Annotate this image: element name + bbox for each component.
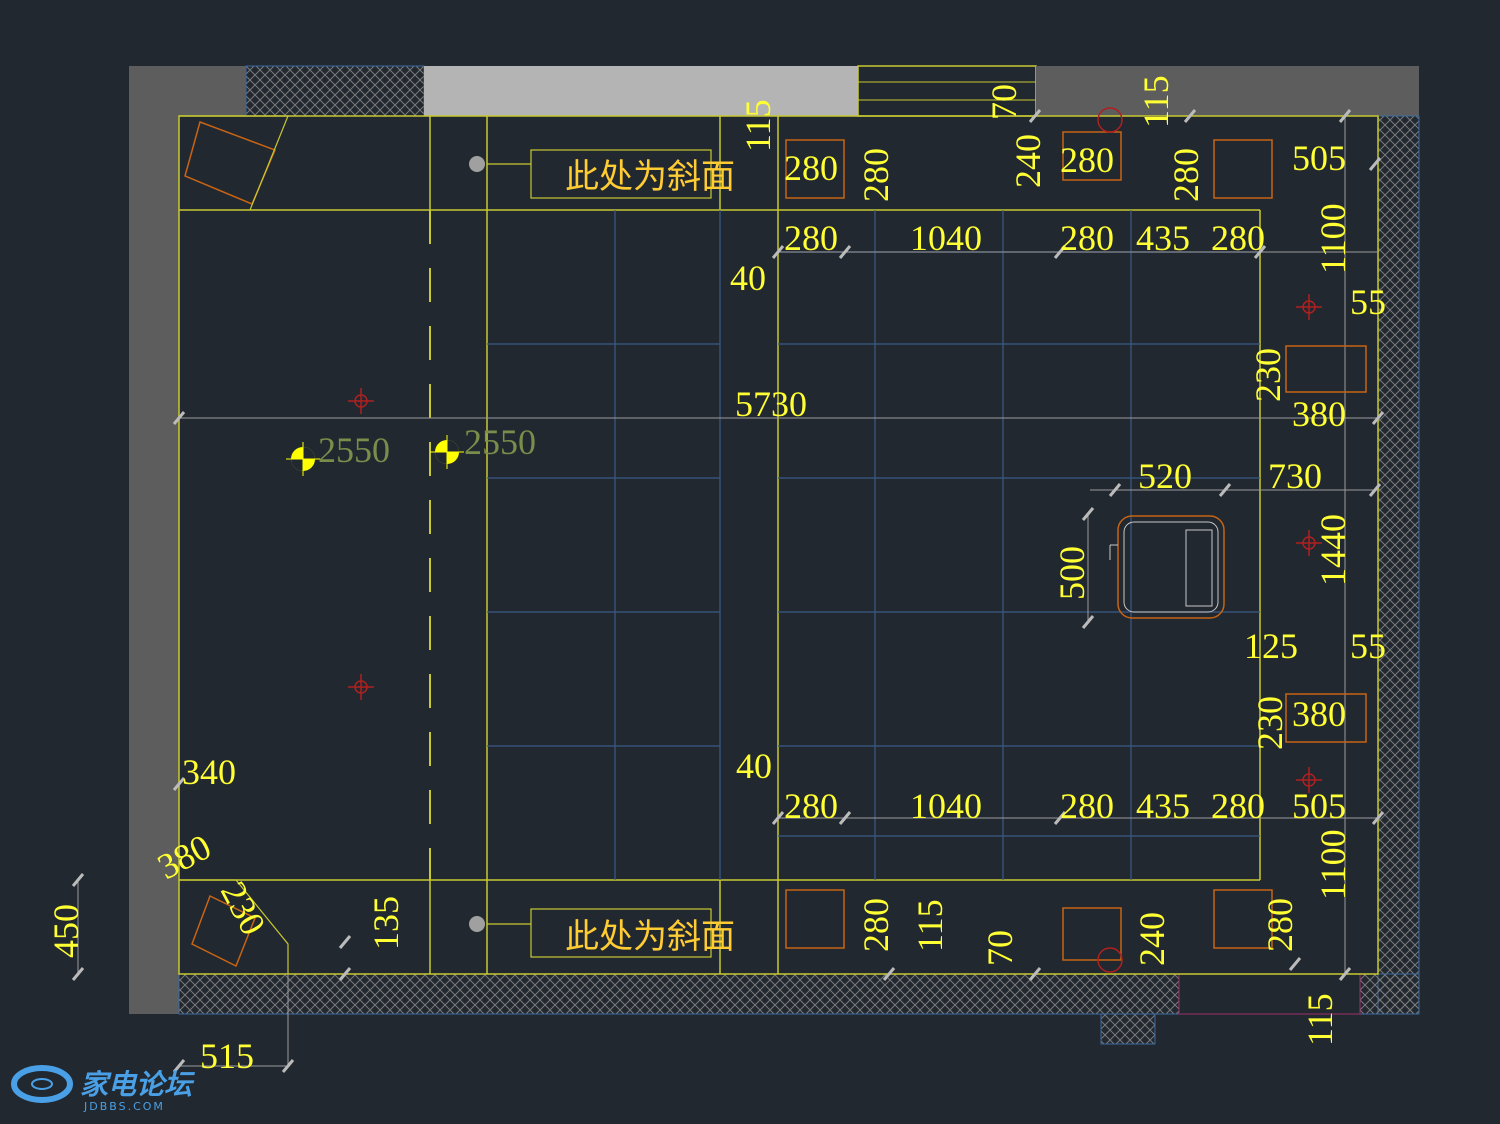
dim-label: 1100: [1313, 203, 1353, 274]
dim-label: 230: [1250, 696, 1290, 750]
dim-label: 520: [1138, 456, 1192, 496]
elevation-label-right: 2550: [464, 422, 536, 462]
dim-label: 280: [856, 898, 896, 952]
dim-label: 280: [1060, 218, 1114, 258]
bottom-wall-hatch: [178, 973, 1180, 1015]
slope-note-bottom: 此处为斜面: [565, 917, 735, 957]
dim-label: 5730: [735, 384, 807, 424]
bottom-column: [1100, 1013, 1156, 1045]
dim-label: 435: [1136, 786, 1190, 826]
dim-label: 230: [1248, 348, 1288, 402]
dim-label: 240: [1008, 134, 1048, 188]
top-wall-right: [1036, 66, 1419, 116]
dim-label: 40: [730, 258, 766, 298]
dim-label: 280: [1060, 140, 1114, 180]
note-dot-top: [469, 156, 485, 172]
dim-label: 135: [366, 896, 406, 950]
dim-label: 280: [856, 148, 896, 202]
dim-label: 450: [46, 904, 86, 958]
slope-note-top: 此处为斜面: [565, 157, 735, 197]
dim-label: 280: [1211, 786, 1265, 826]
dim-label: 505: [1292, 786, 1346, 826]
light-symbol-right: [430, 435, 464, 469]
left-wall: [129, 66, 179, 1014]
right-wall-hatch: [1377, 115, 1420, 1015]
dim-label: 230: [213, 875, 274, 941]
dim-label: 280: [784, 218, 838, 258]
dim-label: 280: [1211, 218, 1265, 258]
dim-label: 280: [1260, 898, 1300, 952]
elevation-label-left: 2550: [318, 430, 390, 470]
dim-label: 55: [1350, 626, 1386, 666]
dim-label: 380: [1292, 394, 1346, 434]
dim-label: 1440: [1313, 514, 1353, 586]
top-wall-left-segment: [179, 66, 246, 116]
dim-label: 280: [1060, 786, 1114, 826]
swirl-logo-icon: [11, 1065, 73, 1103]
bottom-wall-hatch-right: [1359, 973, 1420, 1015]
dim-label: 280: [784, 148, 838, 188]
dim-label: 280: [1166, 148, 1206, 202]
dim-label: 730: [1268, 456, 1322, 496]
dim-label: 280: [784, 786, 838, 826]
dim-label: 1040: [910, 218, 982, 258]
watermark-logo: 家电论坛 JDBBS.COM: [11, 1065, 196, 1113]
dim-label: 500: [1052, 546, 1092, 600]
dim-label: 1100: [1313, 829, 1353, 900]
bottom-door-gap: [1178, 973, 1361, 1015]
dim-label: 40: [736, 746, 772, 786]
top-wall-left-hatch: [245, 65, 425, 117]
top-window-light: [424, 66, 858, 116]
dim-label: 115: [1136, 75, 1176, 128]
dim-label: 435: [1136, 218, 1190, 258]
light-symbol-left: [286, 442, 320, 476]
dim-label: 115: [738, 99, 778, 152]
dim-label: 115: [910, 899, 950, 952]
top-window-frame: [857, 65, 1037, 117]
dim-label: 505: [1292, 138, 1346, 178]
dim-label: 1040: [910, 786, 982, 826]
dim-label: 70: [984, 84, 1024, 120]
dim-label: 125: [1244, 626, 1298, 666]
watermark-brand-en: JDBBS.COM: [83, 1100, 165, 1113]
dim-label: 115: [1300, 993, 1340, 1046]
watermark-brand-cn: 家电论坛: [80, 1068, 196, 1101]
dim-label: 515: [200, 1036, 254, 1076]
dim-label: 380: [1292, 694, 1346, 734]
dim-label: 70: [980, 930, 1020, 966]
appliance-outline: [1109, 515, 1225, 619]
dim-label: 340: [182, 752, 236, 792]
note-dot-bottom: [469, 916, 485, 932]
dim-label: 240: [1132, 912, 1172, 966]
dim-label: 55: [1350, 282, 1386, 322]
